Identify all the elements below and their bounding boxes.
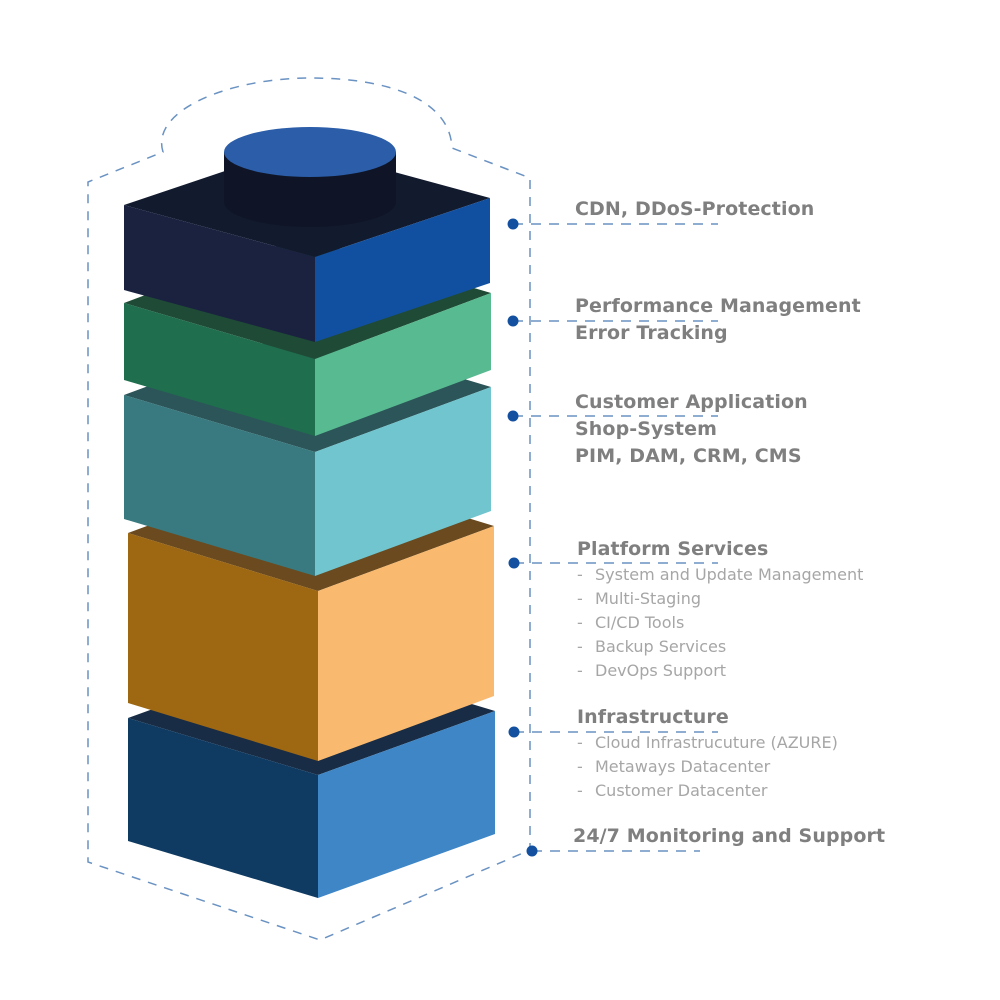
sub-item-text: Multi-Staging — [595, 589, 702, 608]
sub-item: -System and Update Management — [577, 563, 863, 587]
dash-bullet-icon: - — [577, 613, 583, 632]
label-platform: Platform Services -System and Update Man… — [577, 536, 863, 683]
dash-bullet-icon: - — [577, 733, 583, 752]
layer-right-face — [315, 198, 490, 342]
connectors — [507, 218, 718, 857]
layer-left-face — [128, 718, 318, 898]
connector-dot-icon — [507, 315, 519, 327]
label-title: 24/7 Monitoring and Support — [573, 825, 886, 847]
sub-item: -Cloud Infrastrucuture (AZURE) — [577, 731, 838, 755]
connector-dot-icon — [507, 218, 519, 230]
dash-bullet-icon: - — [577, 637, 583, 656]
connector-monitoring — [526, 845, 700, 857]
label-title: Customer Application — [575, 391, 808, 413]
dash-bullet-icon: - — [577, 781, 583, 800]
sub-item-list: -System and Update Management-Multi-Stag… — [577, 563, 863, 683]
monitoring-boundary-outline — [87, 77, 531, 941]
layer-left-face — [124, 205, 315, 342]
sub-item: -CI/CD Tools — [577, 611, 863, 635]
label-subtitle: Error Tracking — [575, 322, 728, 344]
layer-left-face — [124, 395, 315, 576]
top-cap — [224, 127, 396, 227]
layer-left-face — [128, 533, 318, 761]
sub-item: -DevOps Support — [577, 659, 863, 683]
label-subtitle: PIM, DAM, CRM, CMS — [575, 445, 802, 467]
dash-bullet-icon: - — [577, 589, 583, 608]
connector-platform — [508, 557, 718, 569]
sub-item-text: Metaways Datacenter — [595, 757, 771, 776]
sub-item-text: System and Update Management — [595, 565, 864, 584]
layer-right-face — [318, 711, 495, 898]
connector-infrastructure — [508, 726, 718, 738]
sub-item: -Customer Datacenter — [577, 779, 838, 803]
sub-item-text: DevOps Support — [595, 661, 727, 680]
sub-item-text: Customer Datacenter — [595, 781, 768, 800]
label-subtitle: Shop-System — [575, 418, 717, 440]
sub-item-text: Backup Services — [595, 637, 727, 656]
sub-item-text: Cloud Infrastrucuture (AZURE) — [595, 733, 838, 752]
layer-blocks — [124, 146, 495, 898]
sub-item-list: -Cloud Infrastrucuture (AZURE)-Metaways … — [577, 731, 838, 803]
sub-item: -Metaways Datacenter — [577, 755, 838, 779]
label-infrastructure: Infrastructure -Cloud Infrastrucuture (A… — [577, 704, 838, 803]
connector-dot-icon — [507, 410, 519, 422]
label-title: Performance Management — [575, 295, 861, 317]
label-title: Infrastructure — [577, 706, 729, 728]
sub-item: -Backup Services — [577, 635, 863, 659]
connector-dot-icon — [508, 557, 520, 569]
label-title: CDN, DDoS-Protection — [575, 198, 815, 220]
label-title: Platform Services — [577, 538, 769, 560]
connector-dot-icon — [526, 845, 538, 857]
layer-left-face — [124, 303, 315, 436]
layer-right-face — [315, 387, 491, 576]
layer-right-face — [315, 293, 491, 436]
dash-bullet-icon: - — [577, 757, 583, 776]
sub-item-text: CI/CD Tools — [595, 613, 685, 632]
dash-bullet-icon: - — [577, 661, 583, 680]
connector-application — [507, 410, 718, 422]
connector-performance — [507, 315, 718, 327]
layer-right-face — [318, 526, 494, 761]
sub-item: -Multi-Staging — [577, 587, 863, 611]
connector-cdn — [507, 218, 718, 230]
cap-top — [224, 127, 396, 177]
dash-bullet-icon: - — [577, 565, 583, 584]
connector-dot-icon — [508, 726, 520, 738]
label-monitoring: 24/7 Monitoring and Support — [573, 823, 885, 850]
label-cdn: CDN, DDoS-Protection — [575, 196, 814, 223]
